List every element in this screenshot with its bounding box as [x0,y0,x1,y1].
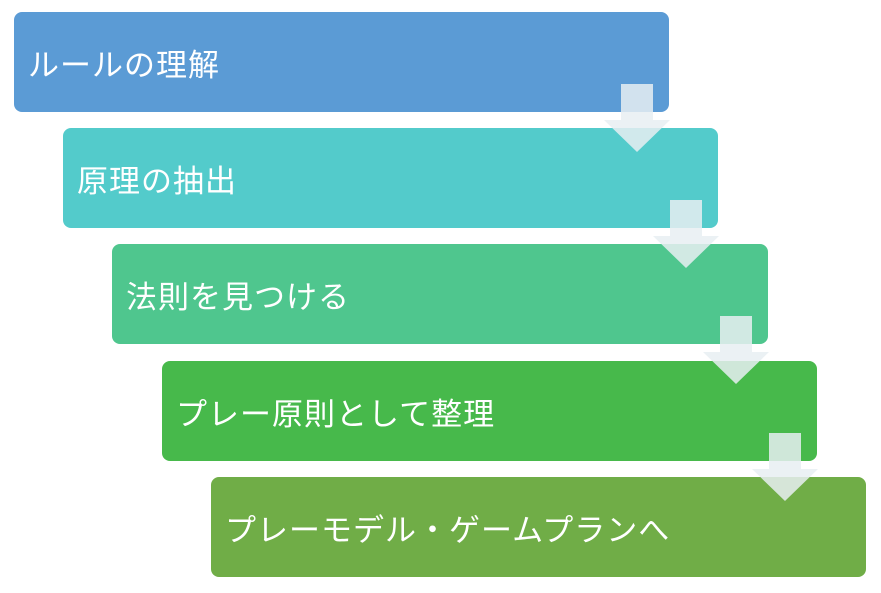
step-label: 法則を見つける [126,279,350,316]
step-label: ルールの理解 [28,47,220,84]
step-principle-extraction: 原理の抽出 [63,128,718,228]
step-label: 原理の抽出 [77,163,237,200]
step-rule-understanding: ルールの理解 [14,12,669,112]
step-organize-play-principles: プレー原則として整理 [162,361,817,461]
down-arrow-icon [703,316,769,384]
step-find-laws: 法則を見つける [112,244,768,344]
down-arrow-icon [604,84,670,152]
step-label: プレー原則として整理 [176,396,496,433]
down-arrow-icon [752,433,818,501]
step-play-model-game-plan: プレーモデル・ゲームプランへ [211,477,866,577]
step-label: プレーモデル・ゲームプランへ [225,512,671,549]
down-arrow-icon [653,200,719,268]
